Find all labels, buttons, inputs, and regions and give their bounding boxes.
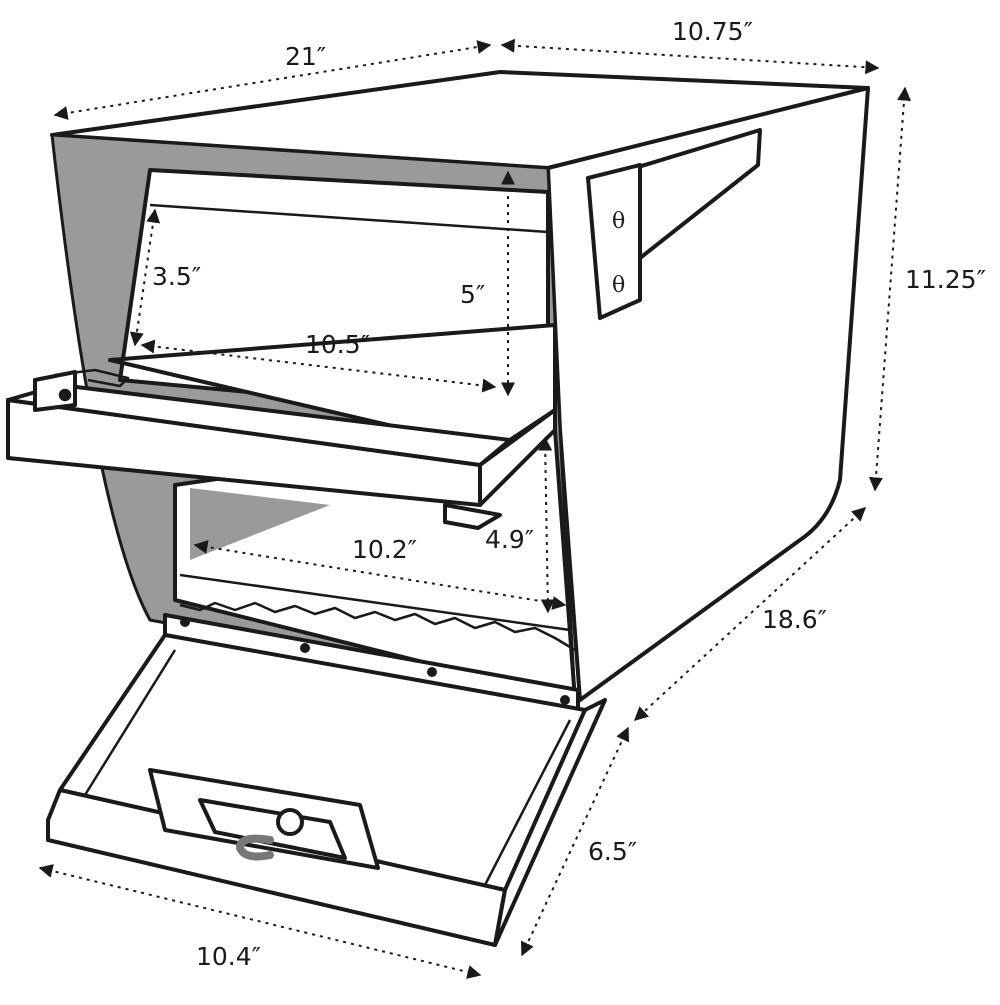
tray-side (478, 408, 557, 507)
tray-tab (443, 503, 502, 530)
dimension-labels: 21″ 10.75″ 11.25″ 18.6″ 3.5″ 5″ 10.5″ 10… (152, 17, 986, 971)
dim-length-side: 18.6″ (762, 605, 827, 634)
dim-depth-top: 10.75″ (672, 17, 753, 46)
mounting-bracket: θ θ (586, 128, 762, 320)
dim-base-width: 10.4″ (196, 942, 261, 971)
screw-bottom-icon: θ (612, 273, 625, 298)
dim-height-total: 11.25″ (905, 265, 986, 294)
dim-slot-height: 3.5″ (152, 262, 201, 291)
dim-slot-depth: 5″ (460, 280, 485, 309)
screw-top-icon: θ (612, 209, 625, 234)
dimension-lines (38, 38, 912, 979)
dim-door-depth: 6.5″ (588, 837, 637, 866)
dim-lower-height: 4.9″ (485, 525, 534, 554)
lock-cylinder-icon (276, 808, 304, 836)
dim-width-total: 21″ (285, 42, 326, 71)
lock-key-icon (235, 834, 274, 861)
dim-lower-width: 10.2″ (352, 535, 417, 564)
dim-slot-width: 10.5″ (305, 330, 370, 359)
bracket-plate (586, 163, 642, 320)
